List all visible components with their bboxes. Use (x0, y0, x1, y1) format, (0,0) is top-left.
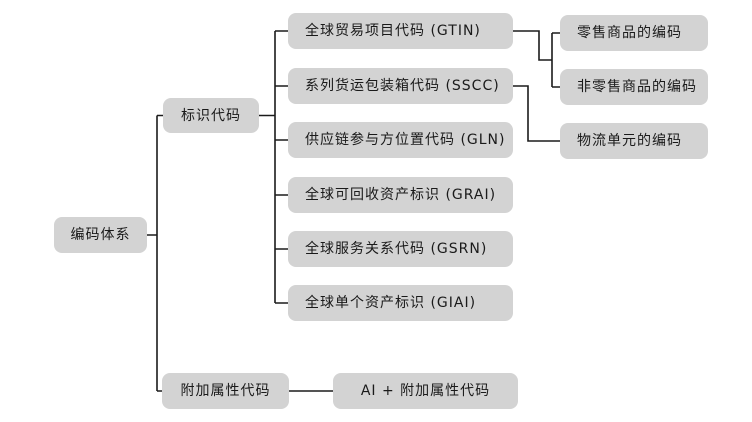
node-giai: 全球单个资产标识 (GIAI) (288, 285, 513, 321)
node-gtin: 全球贸易项目代码 (GTIN) (288, 13, 513, 49)
node-gsrn: 全球服务关系代码 (GSRN) (288, 231, 513, 267)
connector-root-to-branches (147, 114, 163, 392)
node-ai-additional-attribute-code: AI + 附加属性代码 (333, 373, 518, 409)
connector-identification-to-codes (259, 30, 288, 304)
node-coding-system: 编码体系 (54, 217, 147, 253)
connector-gtin-to-children (513, 30, 560, 88)
node-gln: 供应链参与方位置代码 (GLN) (288, 122, 513, 158)
node-grai: 全球可回收资产标识 (GRAI) (288, 177, 513, 213)
node-identification-code: 标识代码 (163, 98, 259, 133)
node-retail-commodity-coding: 零售商品的编码 (560, 15, 708, 51)
connector-sscc-to-logistics (513, 85, 560, 142)
node-logistics-unit-coding: 物流单元的编码 (560, 123, 708, 159)
node-additional-attribute-code: 附加属性代码 (162, 373, 289, 409)
node-sscc: 系列货运包装箱代码 (SSCC) (288, 68, 513, 104)
node-non-retail-commodity-coding: 非零售商品的编码 (560, 69, 708, 105)
